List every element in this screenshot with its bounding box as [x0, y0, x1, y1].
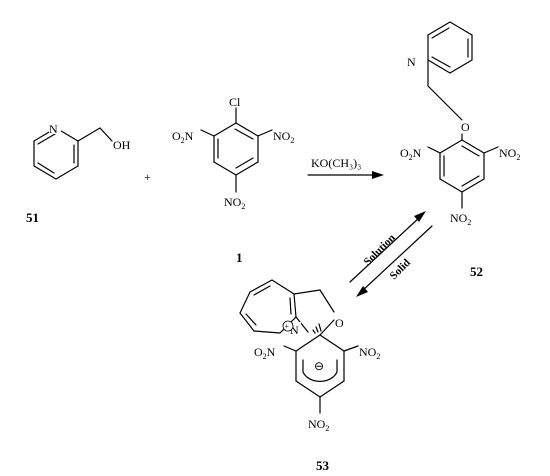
c1-no2-left: O2N [172, 129, 194, 145]
c52-no2-bottom: NO2 [450, 211, 471, 227]
compound-1: Cl NO2 O2N NO2 1 [172, 95, 294, 265]
c51-oh-group: OH [113, 138, 131, 152]
solid-label: Solid [388, 257, 413, 282]
reaction-arrow: KO(CH₃)₃ [307, 156, 384, 179]
c52-o-atom: O [461, 120, 470, 134]
c53-no2-right: NO2 [359, 345, 380, 361]
reagent-label: KO(CH₃)₃ [311, 156, 361, 170]
compound-52: N O NO2 O2N NO2 52 [400, 21, 520, 279]
compound-51-number: 51 [26, 210, 39, 225]
plus-sign: + [144, 170, 151, 184]
c51-n-atom: N [49, 122, 58, 136]
c53-no2-left: O2N [254, 345, 276, 361]
compound-53: O N + ⊖ NO2 O2N NO2 53 [239, 279, 380, 473]
c1-no2-bottom: NO2 [224, 195, 245, 211]
c1-no2-right: NO2 [273, 129, 294, 145]
c53-o-atom: O [335, 316, 344, 330]
equilibrium-arrows: Solution Solid [349, 211, 433, 297]
compound-52-number: 52 [470, 264, 483, 279]
compound-53-number: 53 [316, 458, 330, 473]
compound-1-number: 1 [236, 250, 243, 265]
c52-no2-right: NO2 [499, 146, 520, 162]
c53-plus-charge: + [285, 322, 290, 331]
c53-n-atom: N [290, 323, 299, 337]
c52-no2-left: O2N [400, 146, 422, 162]
c52-n-atom: N [407, 55, 416, 69]
c53-negative-charge: ⊖ [314, 359, 324, 373]
c1-cl-atom: Cl [229, 95, 241, 109]
c53-no2-bottom: NO2 [308, 417, 329, 433]
compound-51: N OH 51 [26, 121, 131, 225]
